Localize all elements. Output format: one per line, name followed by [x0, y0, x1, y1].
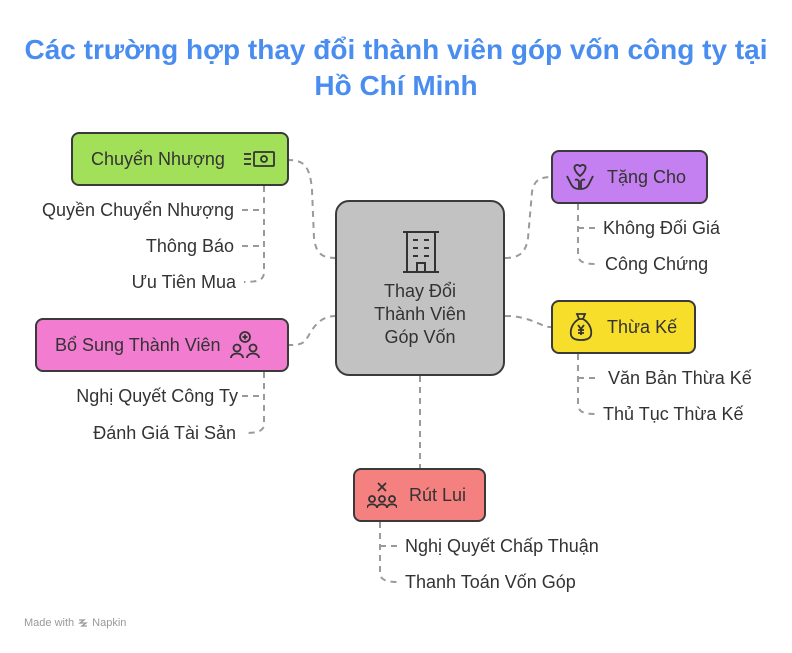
branch-label: Chuyển Nhượng: [91, 148, 225, 169]
center-line-2: Thành Viên: [374, 304, 466, 324]
branch-bo-sung-thanh-vien[interactable]: Bổ Sung Thành Viên: [35, 318, 289, 372]
leaf-line-rut-lui: [379, 522, 399, 583]
leaf-line-chuyen-nhuong: [242, 186, 265, 283]
center-line-3: Góp Vốn: [384, 327, 456, 347]
heart-hands-icon: [566, 164, 594, 190]
branch-thua-ke[interactable]: Thừa Kế: [551, 300, 696, 354]
money-icon: [243, 151, 275, 167]
leaf-line-bo-sung: [242, 372, 265, 434]
money-bag-icon: [569, 313, 593, 341]
branch-label: Thừa Kế: [607, 316, 678, 337]
leaf-cong-chung: Công Chứng: [605, 254, 709, 274]
leaf-nghi-quyet-cong-ty: Nghị Quyết Công Ty: [76, 386, 238, 406]
napkin-logo-icon: [78, 619, 89, 627]
watermark-brand: Napkin: [92, 617, 127, 629]
leaf-nghi-quyet-chap-thuan: Nghị Quyết Chấp Thuận: [405, 536, 599, 556]
leaf-line-thua-ke: [577, 354, 597, 415]
leaf-thong-bao: Thông Báo: [145, 236, 234, 256]
people-remove-icon: [367, 482, 397, 509]
connector-chuyen-nhuong: [287, 159, 337, 259]
branch-tang-cho[interactable]: Tặng Cho: [551, 150, 708, 204]
branch-chuyen-nhuong[interactable]: Chuyển Nhượng: [71, 132, 289, 186]
page-title: Các trường hợp thay đổi thành viên góp v…: [24, 34, 768, 101]
leaf-khong-doi-gia: Không Đối Giá: [603, 218, 721, 238]
people-add-icon: [230, 331, 261, 359]
center-node: Thay Đổi Thành Viên Góp Vốn: [335, 200, 505, 376]
leaf-quyen-chuyen-nhuong: Quyền Chuyển Nhượng: [42, 200, 234, 220]
leaf-line-tang-cho: [577, 204, 597, 265]
branch-rut-lui[interactable]: Rút Lui: [353, 468, 486, 522]
leaf-thu-tuc-thua-ke: Thủ Tục Thừa Kế: [603, 404, 744, 424]
leaf-van-ban-thua-ke: Văn Bản Thừa Kế: [608, 368, 752, 388]
branch-label: Tặng Cho: [607, 166, 687, 187]
leaf-uu-tien-mua: Ưu Tiên Mua: [131, 272, 236, 292]
building-icon: [403, 231, 439, 273]
branch-label: Rút Lui: [409, 484, 467, 505]
watermark-prefix: Made with: [24, 617, 75, 629]
connector-tang-cho: [504, 176, 553, 259]
leaf-thanh-toan-von-gop: Thanh Toán Vốn Góp: [405, 572, 576, 592]
center-line-1: Thay Đổi: [383, 281, 457, 301]
connector-bo-sung: [287, 315, 337, 346]
leaf-danh-gia-tai-san: Đánh Giá Tài Sản: [93, 423, 236, 443]
branch-label: Bổ Sung Thành Viên: [55, 334, 221, 355]
connector-thua-ke: [504, 315, 553, 328]
watermark: Made with Napkin: [24, 617, 126, 629]
